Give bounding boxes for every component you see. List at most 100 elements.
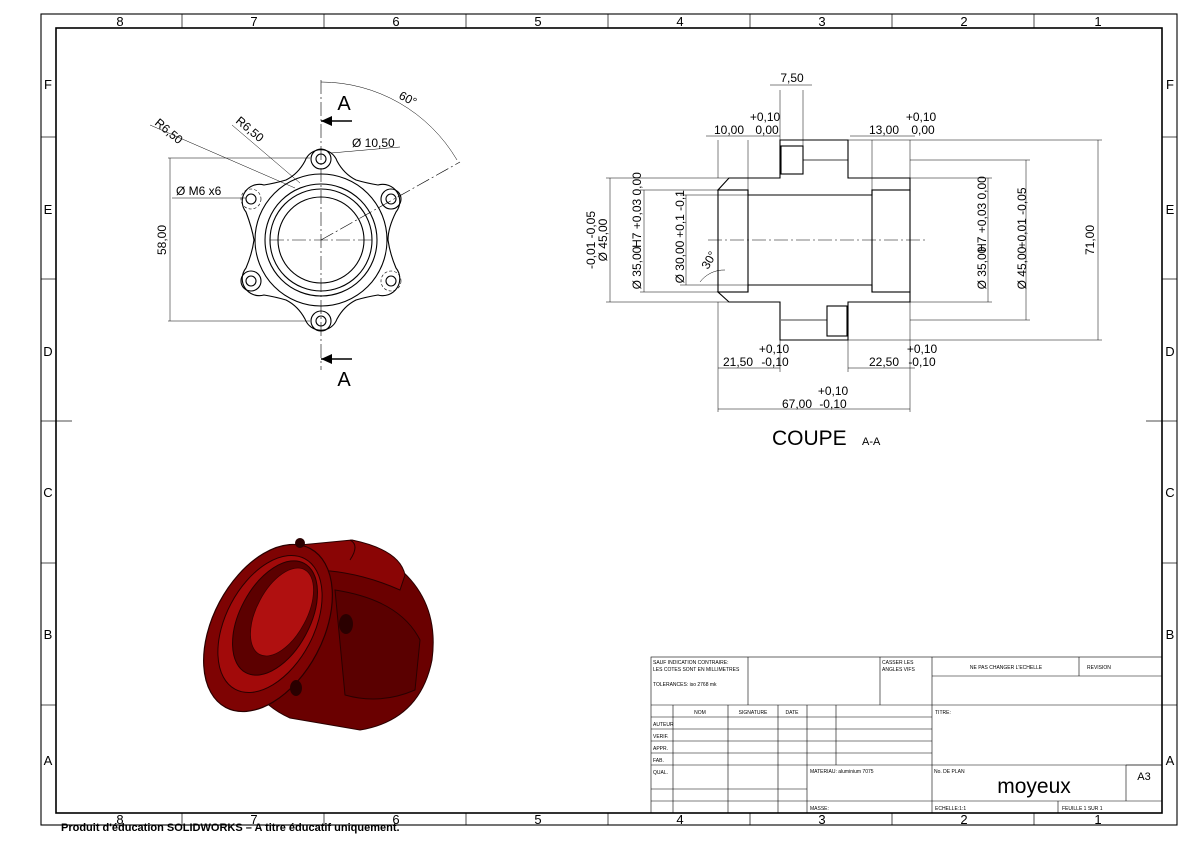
dim-21-50: 21,50 [723, 355, 753, 369]
tb-format: A3 [1137, 771, 1150, 783]
row-label-left: B [44, 627, 53, 642]
fit-left: H7 +0,03 0,00 [630, 172, 644, 248]
row-label-left: A [44, 753, 53, 768]
section-title: COUPE [772, 427, 847, 450]
outer-frame [40, 13, 1178, 826]
col-label-top: 5 [534, 14, 541, 29]
radius-leader-2 [231, 124, 301, 184]
tb-revision: REVISION [1087, 665, 1111, 671]
tb-col-date: DATE [786, 710, 800, 716]
row-label-left: E [44, 202, 53, 217]
col-label-bottom: 1 [1094, 812, 1101, 827]
dim-45-left: Ø 45,00 [596, 218, 610, 261]
section-hole-top [780, 145, 804, 175]
thread-label: Ø M6 x6 [176, 184, 222, 198]
col-label-bottom: 3 [818, 812, 825, 827]
tb-finish-1: CASSER LES [882, 660, 914, 666]
radius-label-1: R6,50 [152, 116, 186, 148]
tb-plan-no: No. DE PLAN [934, 769, 965, 775]
col-label-top: 2 [960, 14, 967, 29]
section-arrow-top [321, 116, 352, 126]
col-label-bottom: 6 [392, 812, 399, 827]
hole-diameter-label: Ø 10,50 [352, 136, 395, 150]
dim-30: Ø 30,00 [673, 240, 687, 283]
row-label-right: B [1166, 627, 1175, 642]
dim-7-50: 7,50 [780, 71, 804, 85]
radius-leader-1 [149, 124, 296, 189]
tb-note-2: LES COTES SONT EN MILLIMETRES [653, 667, 740, 673]
tb-echelle: ECHELLE:1:1 [935, 806, 966, 812]
tb-materiau: MATERIAU: aluminium 7075 [810, 769, 874, 775]
dim-13-00: 13,00 [869, 123, 899, 137]
section-letter-top: A [337, 93, 351, 115]
col-label-top: 4 [676, 14, 683, 29]
tol-22-lower: -0,10 [908, 355, 936, 369]
row-label-right: C [1165, 485, 1174, 500]
col-label-top: 7 [250, 14, 257, 29]
tb-no-scale: NE PAS CHANGER L'ECHELLE [970, 665, 1043, 671]
row-label-right: F [1166, 77, 1174, 92]
dim-35-left: Ø 35,00 [630, 246, 644, 289]
tb-row-auteur: AUTEUR [653, 722, 674, 728]
col-label-top: 8 [116, 14, 123, 29]
tol-67-lower: -0,10 [819, 397, 847, 411]
tol-21-upper: +0,10 [759, 342, 790, 356]
col-label-top: 3 [818, 14, 825, 29]
col-label-top: 1 [1094, 14, 1101, 29]
tb-feuille: FEUILLE 1 SUR 1 [1062, 806, 1103, 812]
zone-ticks [41, 14, 1177, 825]
col-label-bottom: 4 [676, 812, 683, 827]
tb-row-verif: VERIF. [653, 734, 669, 740]
tb-row-qual: QUAL. [653, 770, 668, 776]
col-label-bottom: 5 [534, 812, 541, 827]
fit-right: H7 +0,03 0,00 [975, 176, 989, 252]
tb-part-name: moyeux [997, 775, 1071, 798]
section-bottom-hatch [716, 284, 911, 341]
angle-axis [320, 161, 461, 241]
section-letter-bottom: A [337, 369, 351, 391]
holes [240, 148, 402, 332]
col-label-bottom: 8 [116, 812, 123, 827]
dim-10-00: 10,00 [714, 123, 744, 137]
row-label-left: F [44, 77, 52, 92]
dim-67: 67,00 [782, 397, 812, 411]
row-label-right: D [1165, 344, 1174, 359]
row-label-left: D [43, 344, 52, 359]
angle-arc [320, 81, 458, 161]
dim-45-right: Ø 45,00 [1015, 246, 1029, 289]
dim-35-right: Ø 35,00 [975, 246, 989, 289]
education-footer: Produit d'éducation SOLIDWORKS – A titre… [61, 822, 400, 834]
tol-13-upper: +0,10 [906, 110, 937, 124]
tol-21-lower: -0,10 [761, 355, 789, 369]
tol-45-right: +0,01 -0,05 [1015, 187, 1029, 248]
tol-13-lower: 0,00 [911, 123, 935, 137]
tb-titre: TITRE: [935, 710, 951, 716]
tol-10-upper: +0,10 [750, 110, 781, 124]
tol-10-lower: 0,00 [755, 123, 779, 137]
tb-note-1: SAUF INDICATION CONTRAIRE: [653, 660, 728, 666]
tb-masse: MASSE: [810, 806, 829, 812]
tb-col-nom: NOM [694, 710, 706, 716]
col-label-top: 6 [392, 14, 399, 29]
tb-finish-2: ANGLES VIFS [882, 667, 915, 673]
dim-71: 71,00 [1083, 225, 1097, 255]
section-view: 7,50 10,00 +0,10 0,00 13,00 +0,10 0,00 Ø… [584, 71, 1102, 450]
section-hole-bottom [826, 305, 848, 337]
dim-22-50: 22,50 [869, 355, 899, 369]
front-view: A A 60° R6,50 R6,50 Ø 10,50 Ø M6 x6 58,0… [149, 80, 461, 391]
section-title-suffix: A-A [862, 436, 881, 448]
col-label-bottom: 7 [250, 812, 257, 827]
row-label-right: E [1166, 202, 1175, 217]
section-top-hatch [716, 139, 911, 196]
tb-row-fab: FAB. [653, 758, 664, 764]
tol-30: +0,1 -0,1 [673, 190, 687, 238]
flange-outline [241, 149, 401, 331]
tol-67-upper: +0,10 [818, 384, 849, 398]
section-arrow-bottom [321, 354, 352, 364]
row-label-left: C [43, 485, 52, 500]
isometric-render [203, 538, 434, 731]
hole-leader [330, 146, 401, 154]
angle-30: 30° [698, 249, 719, 272]
col-label-bottom: 2 [960, 812, 967, 827]
